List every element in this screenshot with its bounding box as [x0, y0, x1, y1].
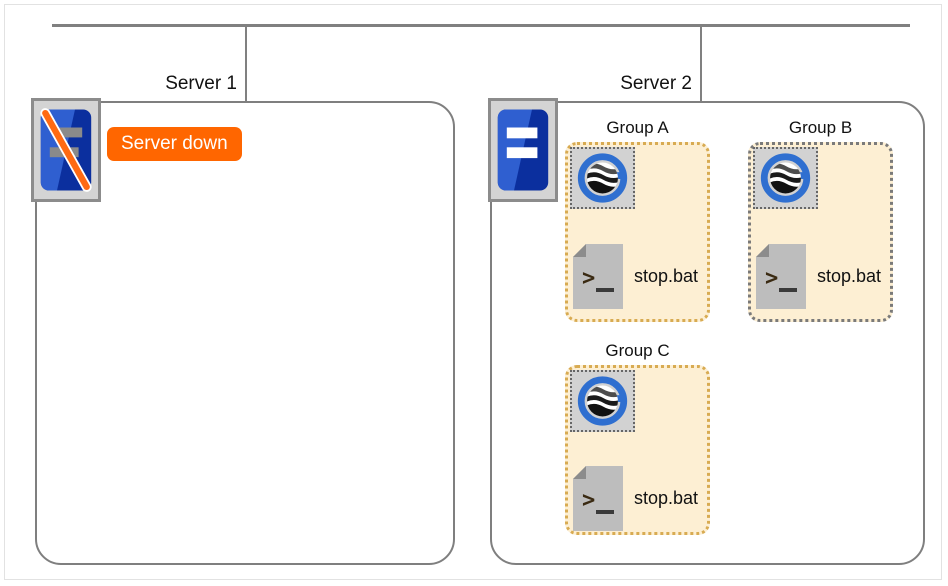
group-a-script-label: stop.bat: [634, 266, 699, 286]
group-c-globe-g-icon[interactable]: [570, 370, 635, 432]
group-a-label: Group A: [606, 118, 669, 137]
server-online-icon[interactable]: [488, 98, 558, 202]
bat-file-icon: >: [572, 243, 624, 310]
page-frame: [4, 4, 942, 580]
group-c-script-label: stop.bat: [634, 488, 699, 508]
server-1-panel[interactable]: [35, 101, 455, 565]
svg-text:>: >: [582, 488, 595, 513]
server-1-status-badge[interactable]: Server down: [107, 127, 242, 161]
bat-file-icon: >: [755, 243, 807, 310]
group-b-globe-g-icon[interactable]: [753, 147, 818, 209]
bat-file-icon: >: [572, 465, 624, 532]
network-drop-line-server-1: [245, 25, 247, 102]
server-1-label: Server 1: [165, 73, 237, 94]
group-b-script-item[interactable]: > stop.bat: [755, 243, 881, 310]
server-offline-icon[interactable]: [31, 98, 101, 202]
group-c-script-item[interactable]: > stop.bat: [572, 465, 698, 532]
group-a-globe-g-icon[interactable]: [570, 147, 635, 209]
server-2-label: Server 2: [620, 73, 692, 94]
group-c-label: Group C: [605, 341, 670, 360]
svg-text:>: >: [765, 266, 778, 291]
network-drop-line-server-2: [700, 25, 702, 102]
network-bus-line: [52, 24, 910, 27]
group-b-script-label: stop.bat: [817, 266, 882, 286]
svg-text:>: >: [582, 266, 595, 291]
group-a-script-item[interactable]: > stop.bat: [572, 243, 698, 310]
group-b-label: Group B: [788, 118, 853, 137]
